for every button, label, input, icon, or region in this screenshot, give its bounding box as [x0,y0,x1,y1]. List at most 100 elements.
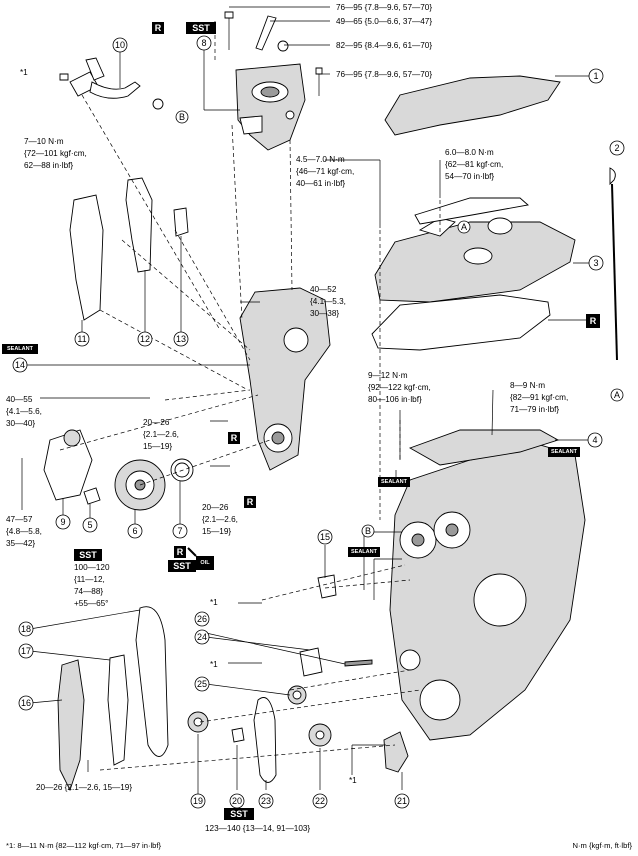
torque-spec-40-55-line2: {4.1—5.6, [6,407,42,416]
svg-text:11: 11 [77,334,86,344]
oil-dipstick [609,167,618,361]
crankshaft-bolt [83,487,101,505]
svg-text:25: 25 [197,679,207,689]
tensioner-arm [107,654,129,766]
leader-lines [21,6,590,795]
part-number-11: 11 [74,331,90,347]
torque-spec-40-55-line1: 40—55 [6,395,33,404]
svg-text:10: 10 [115,40,125,50]
spark-plug-gasket [414,197,530,225]
torque-spec-47-57-line1: 47—57 [6,515,33,524]
sst-badge-pulley: SST [74,549,102,561]
torque-spec-top-2: 49—65 {5.0—6.6, 37—47} [336,17,432,26]
svg-text:7: 7 [177,526,182,536]
torque-spec-7-10-line3: 62—88 in·lbf} [24,161,73,170]
svg-text:R: R [231,433,238,443]
timing-cover-bracket-12 [125,177,153,273]
part-number-4: 4 [587,432,603,448]
sst-badge-bottom: SST [224,808,254,820]
part-number-13: 13 [173,331,189,347]
part-number-18: 18 [18,621,34,637]
part-number-3: 3 [588,255,604,271]
part-number-26: 26 [194,611,210,627]
part-number-16: 16 [18,695,34,711]
svg-text:SST: SST [230,809,248,819]
part-number-6: 6 [127,523,143,539]
r-badge-mid: R [228,432,240,444]
engine-mount-bracket [235,63,306,151]
torque-spec-40-52-line1: 40—52 [310,285,337,294]
torque-spec-4-5-line1: 4.5—7.0 N·m [296,155,345,164]
part-number-14: 14 [12,357,28,373]
part-number-19: 19 [190,793,206,809]
oil-pump [383,731,409,773]
part-number-17: 17 [18,643,34,659]
svg-text:SEALANT: SEALANT [551,449,578,455]
torque-spec-7-10-line1: 7—10 N·m [24,137,64,146]
svg-text:15: 15 [320,532,330,542]
note-mark-4: *1 [349,776,357,785]
svg-text:R: R [177,547,184,557]
oil-pump-chain-tensioner [299,647,323,677]
part-number-20: 20 [229,793,245,809]
sst-badge-top: SST [186,22,216,34]
torque-spec-6-8-line3: 54—70 in·lbf} [445,172,494,181]
torque-spec-bottom-left: 20—26 {2.1—2.6, 15—19} [36,783,132,792]
torque-spec-7-10-line2: {72—101 kgf·cm, [24,149,87,158]
svg-text:9: 9 [60,517,65,527]
torque-spec-4-5-line3: 40—61 in·lbf} [296,179,345,188]
torque-spec-40-55-line3: 30—40} [6,419,35,428]
front-oil-seal [170,458,194,482]
timing-cover-bracket-11 [69,194,104,321]
svg-text:B: B [365,526,371,536]
torque-spec-8-9-line1: 8—9 N·m [510,381,545,390]
part-number-24: 24 [194,629,210,645]
ref-b-top: B [175,110,189,124]
copper-washer [152,98,164,110]
svg-text:8: 8 [201,38,206,48]
torque-spec-20-26b-line1: 20—26 [202,503,229,512]
svg-text:24: 24 [197,632,207,642]
svg-text:2: 2 [614,143,619,153]
oil-pipe [59,57,141,99]
sealant-badge-block-left: SEALANT [378,477,410,487]
part-number-5: 5 [82,517,98,533]
note-mark-2: *1 [210,598,218,607]
svg-text:14: 14 [15,360,25,370]
svg-text:A: A [614,390,620,400]
part-number-10: 10 [112,37,128,53]
oil-pump-chain [253,697,277,783]
r-badge-gasket: R [586,314,600,328]
torque-spec-top-4: 76—95 {7.8—9.6, 57—70} [336,70,432,79]
svg-text:SST: SST [192,23,210,33]
torque-spec-9-12-line3: 80—106 in·lbf} [368,395,422,404]
ref-a-top: A [457,220,471,234]
r-badge-seal: R [174,546,186,558]
svg-text:16: 16 [21,698,31,708]
svg-text:17: 17 [21,646,31,656]
svg-text:19: 19 [193,796,203,806]
torque-spec-20-26a-line3: 15—19} [143,442,172,451]
svg-text:23: 23 [261,796,271,806]
torque-spec-20-26a-line2: {2.1—2.6, [143,430,179,439]
svg-text:13: 13 [176,334,186,344]
svg-text:1: 1 [593,71,598,81]
torque-spec-40-52-line3: 30—38} [310,309,339,318]
torque-spec-20-26b-line2: {2.1—2.6, [202,515,238,524]
engine-cover [384,75,561,136]
torque-spec-6-8-line2: {62—81 kgf·cm, [445,160,503,169]
torque-spec-100-120-angle: +55—65° [74,599,108,608]
svg-text:26: 26 [197,614,207,624]
timing-chain [135,606,169,757]
part-number-8: 8 [196,35,212,51]
torque-spec-9-12-line1: 9—12 N·m [368,371,408,380]
oil-pump-sprocket-bolt [231,727,245,743]
timing-chain-cover [239,287,331,471]
torque-spec-47-57-line3: 35—42} [6,539,35,548]
part-number-22: 22 [312,793,328,809]
svg-text:R: R [247,497,254,507]
footer-units: N·m {kgf·m, ft·lbf} [573,841,633,850]
part-number-23: 23 [258,793,274,809]
head-cover-gasket [371,294,551,351]
